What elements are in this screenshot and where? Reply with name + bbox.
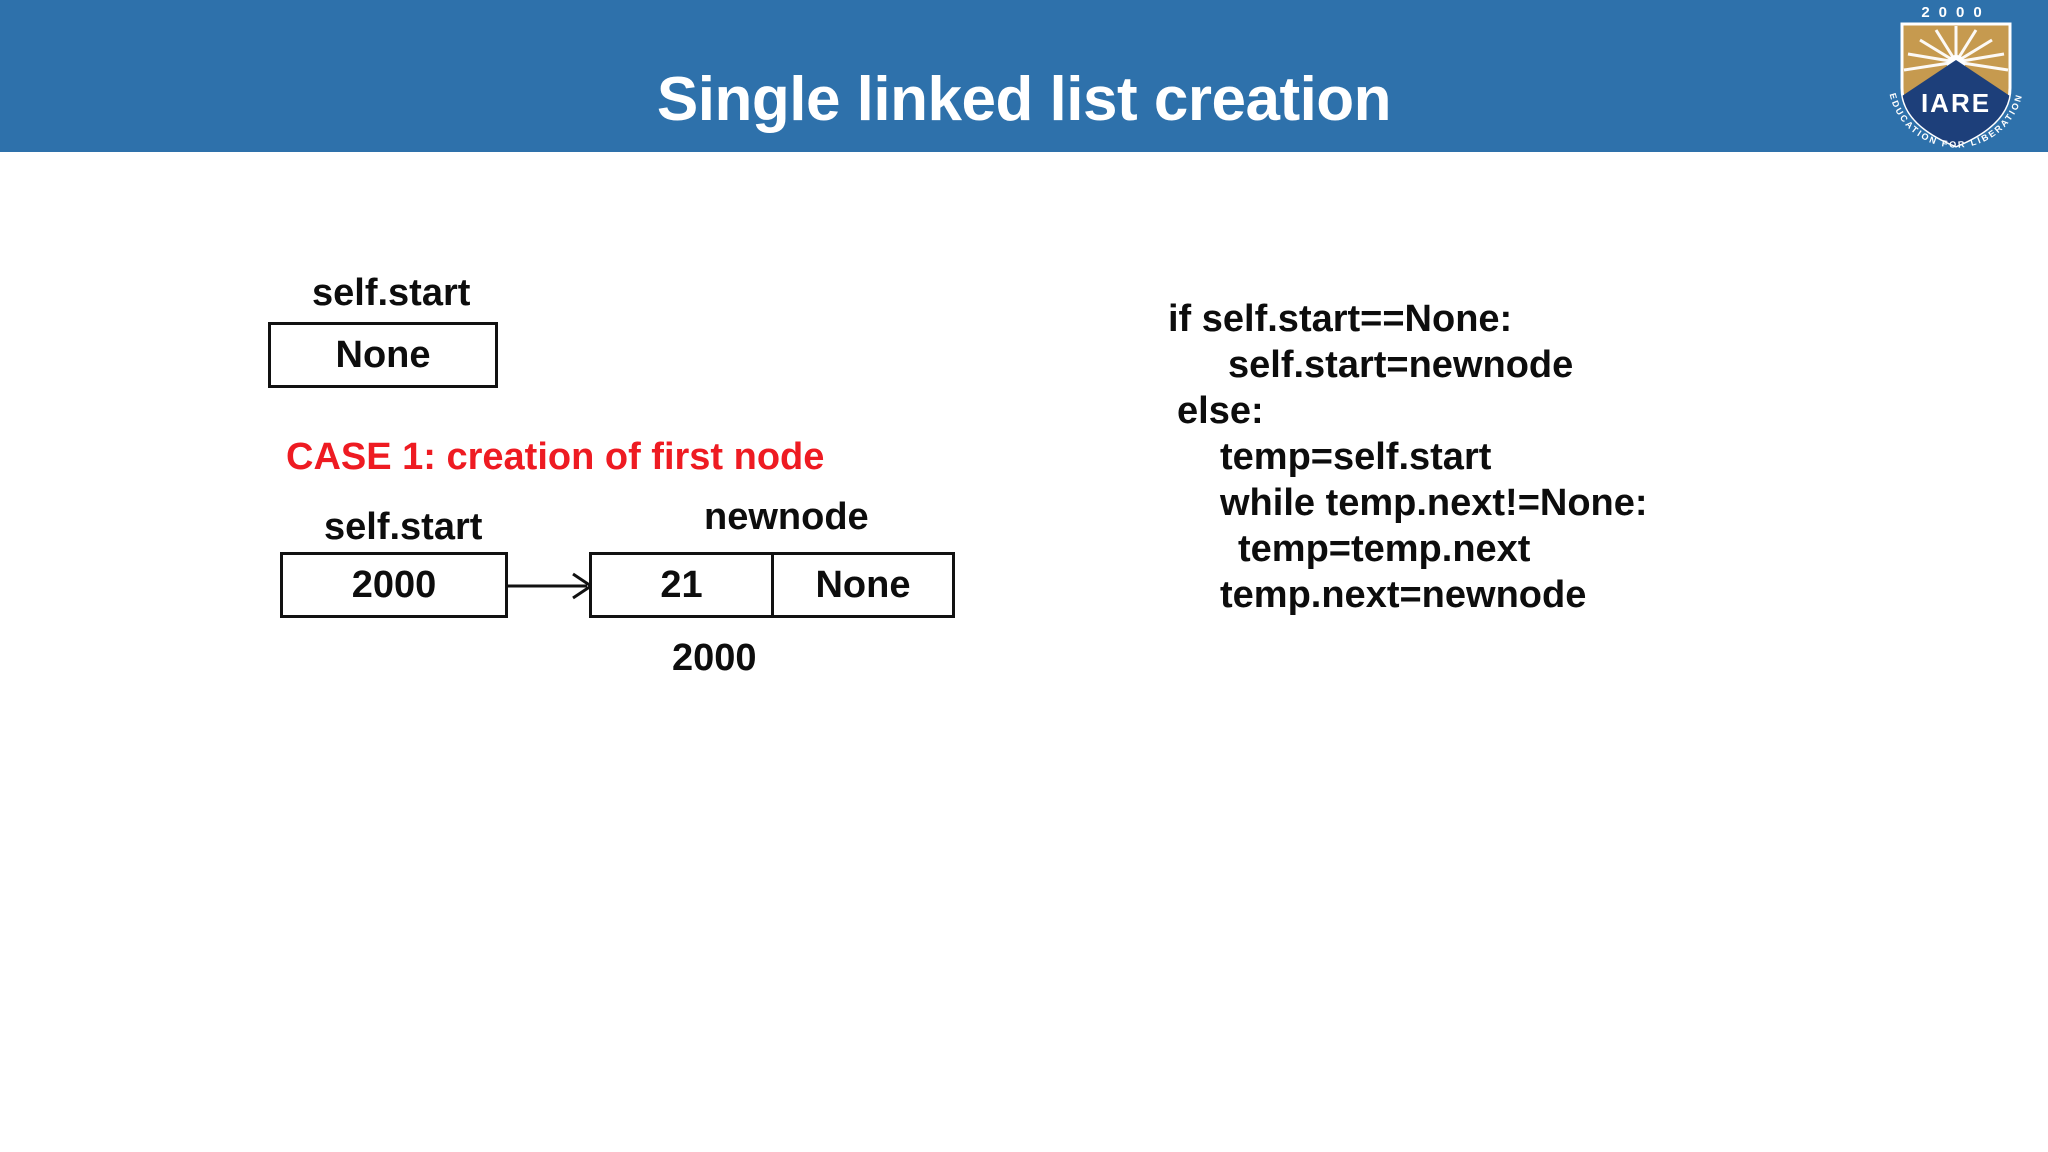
empty-list-start-box: None (268, 322, 498, 388)
slide-header-band (0, 0, 2048, 152)
code-line: temp=self.start (1220, 436, 1492, 478)
logo-sunburst (1902, 26, 2010, 146)
code-line: while temp.next!=None: (1220, 482, 1648, 524)
first-node-start-label: self.start (324, 506, 483, 548)
logo-acronym: IARE (1921, 88, 1991, 118)
svg-text:2000: 2000 (1921, 4, 1990, 21)
case-note-text: CASE 1: creation of first node (286, 436, 825, 478)
first-node-start-box: 2000 (280, 552, 508, 618)
first-node-start-value: 2000 (351, 563, 437, 606)
code-line: temp=temp.next (1238, 528, 1531, 570)
code-line: else: (1177, 390, 1264, 432)
first-node-newnode-box: 21 None (589, 552, 955, 618)
page-title: Single linked list creation (656, 65, 1392, 134)
empty-list-pointer-label: self.start (312, 272, 471, 314)
code-line: if self.start==None: (1168, 298, 1513, 340)
iare-logo: 2000 (1876, 0, 2036, 152)
arrow-right-icon (505, 566, 597, 606)
newnode-next-value: None (770, 555, 952, 615)
newnode-data-value: 21 (660, 563, 703, 606)
empty-list-start-value: None (335, 333, 431, 376)
newnode-address-label: 2000 (672, 637, 757, 679)
logo-year: 2000 (1921, 4, 1990, 21)
first-node-newnode-label: newnode (704, 496, 869, 538)
code-line: self.start=newnode (1228, 344, 1574, 386)
code-line: temp.next=newnode (1220, 574, 1587, 616)
